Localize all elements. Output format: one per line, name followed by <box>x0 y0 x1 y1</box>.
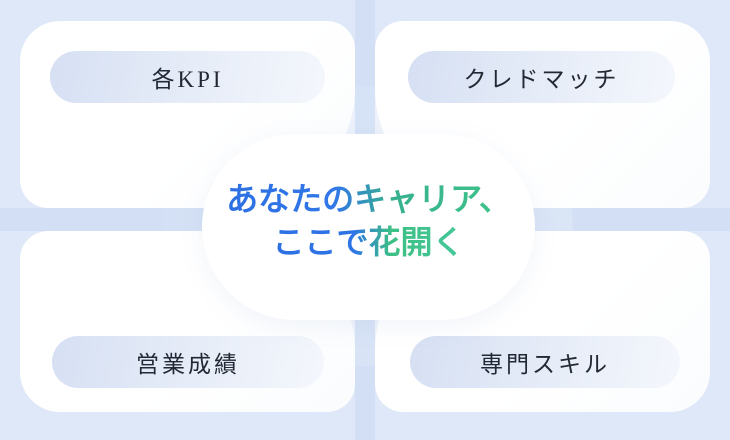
card-label: 専門スキル <box>480 352 610 377</box>
center-stadium: あなたのキャリア、 ここで花開く <box>202 134 535 320</box>
label-pill-kpi[interactable]: 各KPI <box>50 51 325 103</box>
card-label: クレドマッチ <box>463 67 620 92</box>
label-pill-credo-match[interactable]: クレドマッチ <box>408 51 675 103</box>
card-label: 各KPI <box>151 67 224 92</box>
card-label: 営業成績 <box>136 352 240 377</box>
center-slogan-line1: あなたのキャリア、 <box>226 178 511 221</box>
center-slogan-line2: ここで花開く <box>272 221 464 264</box>
label-pill-sales-results[interactable]: 営業成績 <box>52 336 324 388</box>
label-pill-expert-skills[interactable]: 専門スキル <box>410 336 680 388</box>
